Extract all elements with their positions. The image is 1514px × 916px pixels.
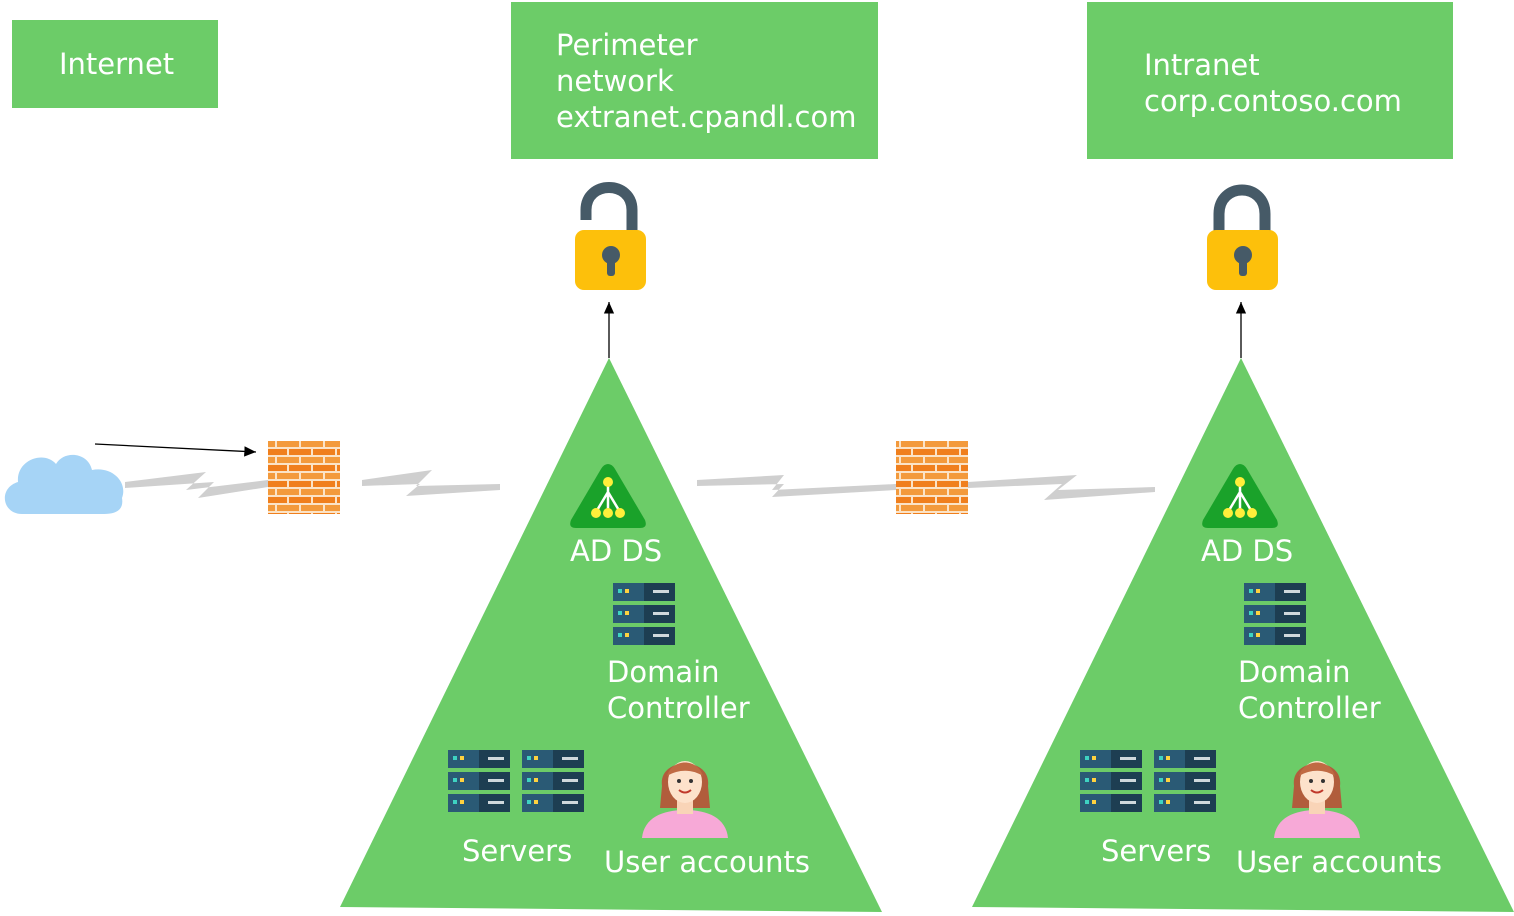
intranet-users-label: User accounts (1236, 845, 1442, 879)
perimeter-users-label: User accounts (604, 845, 810, 879)
perimeter-zone-line-3: extranet.cpandl.com (556, 100, 857, 134)
perimeter-dc-label-line-2: Controller (607, 691, 750, 725)
intranet-forest-triangle (972, 358, 1514, 912)
firewall-icon (268, 441, 340, 514)
server-icon (1244, 583, 1306, 645)
internet-zone-label: Internet (59, 47, 175, 81)
server-icon (613, 583, 675, 645)
link-lightning-2 (362, 470, 500, 496)
perimeter-adds-label: AD DS (570, 534, 663, 568)
perimeter-dc-label-line-1: Domain (607, 655, 720, 689)
perimeter-dc-label: Domain Controller (607, 654, 750, 726)
intranet-zone-box: Intranet corp.contoso.com (1087, 2, 1453, 159)
intranet-servers-label: Servers (1101, 834, 1212, 868)
cloud-icon (4, 454, 124, 514)
intranet-zone-line-2: corp.contoso.com (1144, 84, 1402, 118)
link-lightning-1 (125, 472, 268, 498)
link-lightning-4 (968, 475, 1155, 500)
perimeter-zone-line-1: Perimeter (556, 28, 698, 62)
server-icon (448, 750, 510, 812)
intranet-dc-label: Domain Controller (1238, 654, 1381, 726)
perimeter-forest-triangle (340, 358, 882, 912)
server-icon (522, 750, 584, 812)
padlock-open-icon (575, 182, 646, 290)
intranet-adds-label: AD DS (1201, 534, 1294, 568)
perimeter-zone-line-2: network (556, 64, 674, 98)
perimeter-zone-box: Perimeter network extranet.cpandl.com (511, 2, 878, 159)
padlock-closed-icon (1207, 184, 1278, 290)
firewall-icon (896, 441, 968, 514)
intranet-zone-line-1: Intranet (1144, 48, 1260, 82)
link-lightning-3 (697, 475, 896, 497)
intranet-dc-label-line-1: Domain (1238, 655, 1351, 689)
server-icon (1154, 750, 1216, 812)
internet-zone-box: Internet (12, 20, 218, 108)
internet-arrow (94, 443, 257, 457)
perimeter-servers-label: Servers (462, 834, 573, 868)
intranet-dc-label-line-2: Controller (1238, 691, 1381, 725)
server-icon (1080, 750, 1142, 812)
